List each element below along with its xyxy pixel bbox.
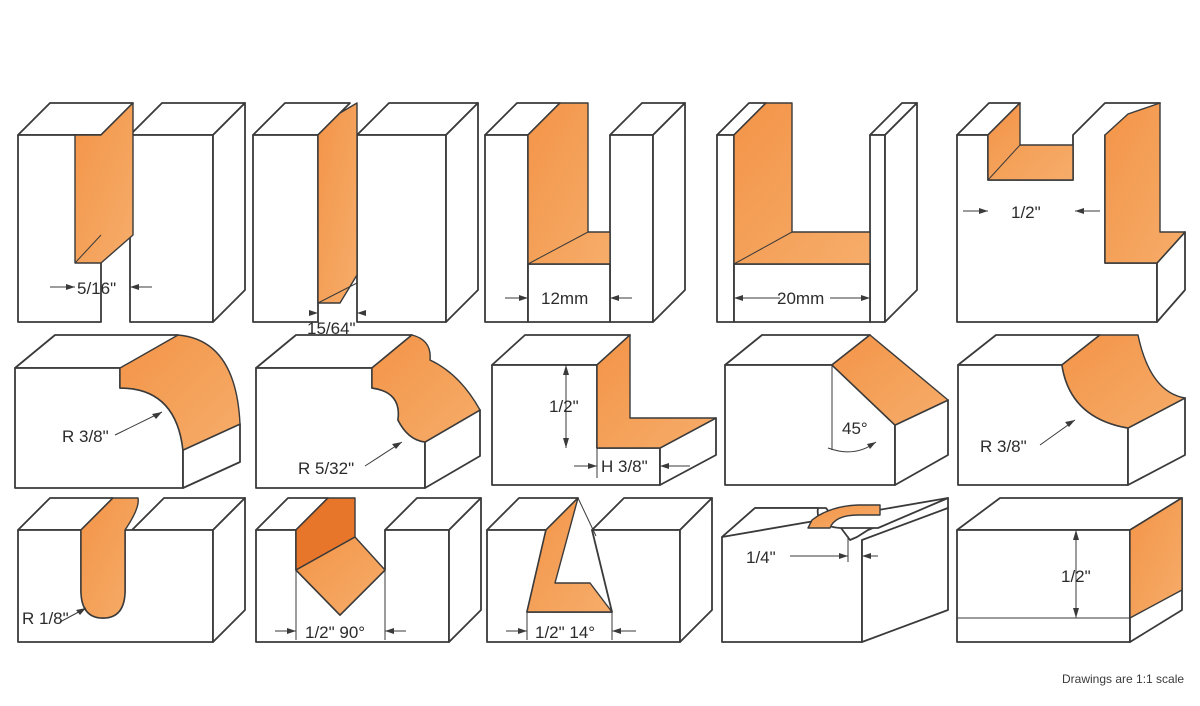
profile-rabbet-1-2: 1/2": [956, 102, 1186, 323]
profile-cove-3-8: R 3/8": [957, 334, 1186, 486]
profile-slot-1-4: 1/4": [721, 497, 949, 643]
profile-flush-trim-1-2: 1/2": [956, 497, 1183, 643]
profile-label: 1/2" 90°: [305, 623, 365, 642]
profile-label: R 3/8": [980, 437, 1027, 456]
profile-label: 45°: [842, 419, 868, 438]
profile-label: 20mm: [777, 289, 824, 308]
profile-corebox-1-8: R 1/8": [17, 497, 246, 643]
profile-label: 1/2": [1061, 567, 1091, 586]
profile-roundover-3-8: R 3/8": [14, 334, 241, 489]
profile-dovetail-14: 1/2" 14°: [486, 497, 713, 643]
profile-label: 1/2": [549, 397, 579, 416]
profile-ogee-5-32: R 5/32": [255, 334, 481, 489]
profile-label: 1/2": [1011, 203, 1041, 222]
profile-label: 1/2" 14°: [535, 623, 595, 642]
scale-footnote: Drawings are 1:1 scale: [1062, 672, 1184, 686]
profile-chamfer-45: 45°: [724, 334, 949, 486]
profile-label: 12mm: [541, 289, 588, 308]
profile-label-secondary: H 3/8": [601, 457, 648, 476]
profile-label: R 3/8": [62, 427, 109, 446]
profile-label: 1/4": [746, 548, 776, 567]
profile-label: 15/64": [307, 319, 356, 338]
profile-vgroove-90: 1/2" 90°: [255, 497, 482, 643]
profile-straight-5-16: 5/16": [17, 102, 246, 323]
profile-label: R 1/8": [22, 609, 69, 628]
profile-straight-12mm: 12mm: [484, 102, 686, 323]
profile-label: 5/16": [77, 279, 116, 298]
profile-straight-20mm: 20mm: [716, 102, 918, 323]
profile-straight-15-64: 15/64": [252, 102, 479, 338]
profile-label: R 5/32": [298, 459, 354, 478]
profile-rabbet-step: 1/2" H 3/8": [491, 334, 717, 486]
